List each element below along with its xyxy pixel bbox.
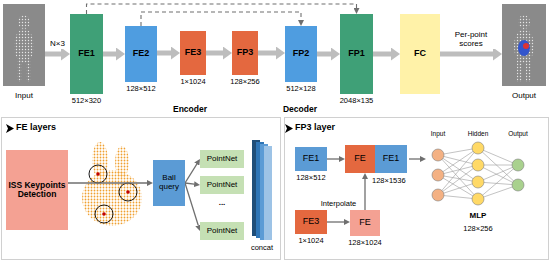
- node-text: FE1: [383, 154, 400, 164]
- dimension-label: 128×1536: [372, 177, 406, 185]
- dimension-label: 512×320: [72, 97, 101, 105]
- dimension-label: 1×1024: [180, 78, 205, 86]
- pointnet-box: PointNet: [200, 222, 244, 240]
- flow-arrow: [364, 179, 365, 210]
- node-text: ISS Keypoints Detection: [7, 181, 67, 200]
- feature-box: FE3: [295, 210, 327, 234]
- mlp-label: MLP: [470, 212, 487, 221]
- dimension-label: 128×1024: [348, 239, 382, 247]
- decoder-block: FP2: [285, 26, 317, 82]
- flow-arrow: [327, 158, 339, 159]
- encoder-block: FE2: [125, 26, 157, 82]
- bullet-arrow: [285, 124, 293, 133]
- encoder-block: FE3: [180, 31, 206, 75]
- flow-arrow: [157, 51, 171, 56]
- input-cloud-node: Input: [3, 4, 45, 102]
- node-text: FE3: [185, 48, 202, 58]
- output-cloud: [502, 4, 546, 86]
- encoder-block: FE1: [70, 14, 103, 94]
- flow-arrow: [327, 221, 344, 222]
- layer-label: Hidden: [468, 130, 489, 137]
- node-text: FE3: [303, 217, 320, 227]
- concat-bars: [252, 140, 272, 240]
- flow-arrow: [103, 52, 116, 57]
- dimension-label: 128×256: [230, 78, 259, 86]
- flow-arrow: [373, 52, 391, 57]
- layer-label: Input: [431, 130, 445, 137]
- skip-connection: [141, 12, 301, 26]
- feature-box: FE1: [295, 147, 327, 171]
- node-text: FE1: [303, 154, 320, 164]
- dimension-label: 128×256: [463, 225, 492, 233]
- node-text: FE: [354, 154, 366, 164]
- flow-arrow: [185, 183, 194, 184]
- edge-label: Per-point scores: [446, 31, 496, 49]
- dimension-label: 128×512: [296, 174, 325, 182]
- flow-arrow: [258, 51, 276, 56]
- flow-arrow: [68, 182, 147, 183]
- node-text: FE: [359, 218, 371, 228]
- panel-title: FE layers: [16, 123, 56, 133]
- ellipsis-label: ...: [219, 199, 226, 208]
- input-cloud: [3, 4, 45, 86]
- decoder-block: FP1: [340, 14, 373, 94]
- fully-connected-block: FC: [400, 14, 440, 94]
- flow-arrow: [440, 52, 493, 57]
- flow-arrow: [45, 52, 61, 57]
- edge-label: Interpolate: [320, 200, 357, 208]
- flow-arrow: [317, 52, 331, 57]
- output-cloud-node: Output: [502, 4, 546, 102]
- node-text: Ball query: [154, 174, 184, 192]
- flow-arrow: [206, 51, 223, 56]
- pointnet-box: PointNet: [200, 176, 244, 194]
- layer-label: Output: [508, 130, 528, 137]
- decoder-block: FP3: [232, 31, 258, 75]
- dimension-label: 2048×135: [340, 97, 374, 105]
- flow-arrow: [185, 183, 198, 225]
- flow-arrow: [185, 164, 197, 183]
- feature-box: FE1: [375, 145, 407, 173]
- ball-query-box: Ball query: [153, 160, 185, 206]
- panel-frame: [2, 118, 281, 260]
- node-text: FP1: [348, 49, 365, 59]
- keypoint-box: ISS Keypoints Detection: [6, 150, 68, 230]
- panel-frame: [285, 118, 549, 260]
- node-text: FP2: [293, 49, 310, 59]
- node-text: FC: [414, 49, 426, 59]
- section-label: Decoder: [283, 105, 317, 114]
- node-text: PointNet: [207, 227, 238, 236]
- dimension-label: 512×128: [286, 85, 315, 93]
- point-cloud: [82, 142, 142, 226]
- concat-label: concat: [251, 244, 273, 252]
- node-text: Output: [512, 92, 536, 101]
- section-label: Encoder: [173, 105, 207, 114]
- node-text: PointNet: [207, 181, 238, 190]
- node-text: FE1: [78, 49, 95, 59]
- panel-title: FP3 layer: [295, 123, 335, 133]
- node-text: PointNet: [207, 155, 238, 164]
- feature-box: FE: [345, 145, 375, 173]
- mlp-network: [409, 142, 524, 205]
- edge-label: N×3: [49, 40, 66, 49]
- feature-box: FE: [350, 210, 380, 236]
- bullet-arrow: [6, 124, 14, 133]
- dimension-label: 128×512: [126, 85, 155, 93]
- dimension-label: 1×1024: [298, 237, 323, 245]
- node-text: FP3: [237, 48, 254, 58]
- pointnet-box: PointNet: [200, 150, 244, 168]
- node-text: Input: [15, 92, 33, 101]
- node-text: FE2: [133, 49, 150, 59]
